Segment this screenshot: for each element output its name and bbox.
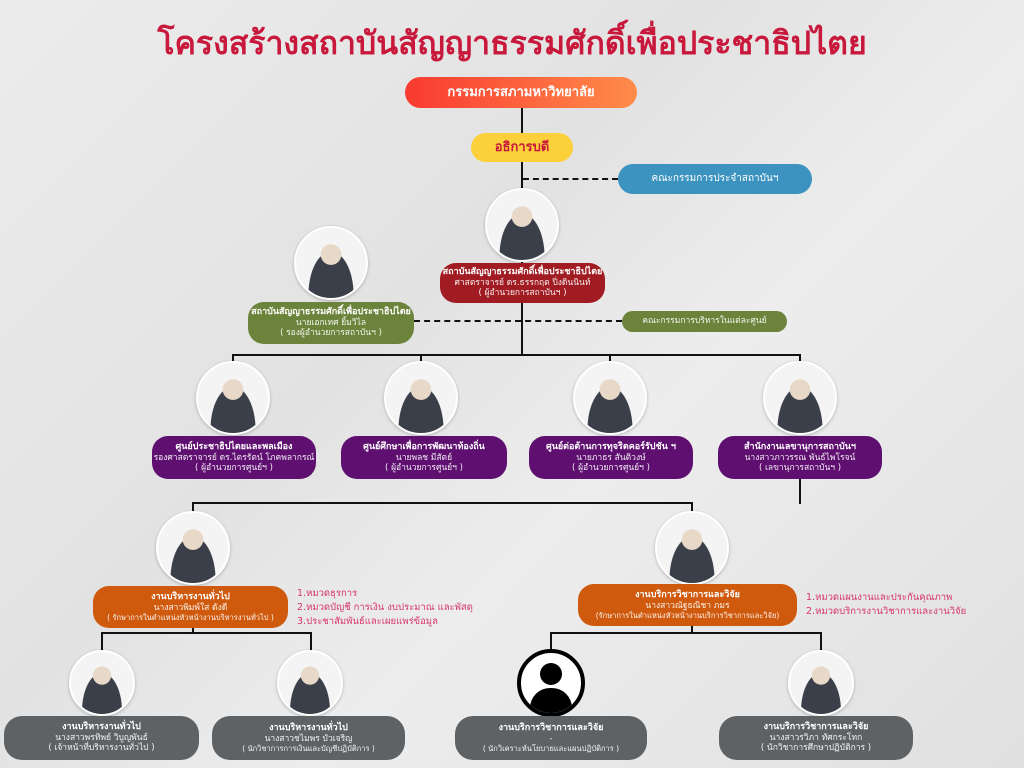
duty-item: 3.ประชาสัมพันธ์และเผยแพร่ข้อมูล	[297, 615, 438, 627]
connector	[192, 502, 693, 504]
university-council-box: กรรมการสภามหาวิทยาลัย	[405, 77, 637, 108]
duty-item: 1.หมวดธุรการ	[297, 588, 358, 599]
center-committee-box: คณะกรรมการบริหารในแต่ละศูนย์	[622, 311, 787, 332]
connector	[820, 632, 822, 650]
connector	[192, 502, 194, 512]
connector	[101, 632, 103, 650]
connector	[550, 632, 822, 634]
unit-name: สถาบันสัญญาธรรมศักดิ์เพื่อประชาธิปไตย	[251, 307, 411, 318]
center-photo	[196, 361, 270, 435]
section-box: งานบริหารงานทั่วไปนางสาวพิมพ์ใส ดังดี( ร…	[93, 586, 288, 628]
person-name: นายเอกเทศ ยิ้มวิไล	[295, 318, 367, 329]
institute-committee-box: คณะกรรมการประจำสถาบันฯ	[618, 164, 812, 194]
person-role: ( นักวิเคราะห์นโยบายและแผนปฏิบัติการ )	[482, 743, 620, 753]
center-photo	[763, 361, 837, 435]
center-box: สำนักงานเลขานุการสถาบันฯนางสาวภาวรรณ พัน…	[718, 436, 882, 479]
connector	[799, 479, 801, 504]
unit-name: งานบริหารงานทั่วไป	[269, 723, 348, 733]
unit-name: ศูนย์ศึกษาเพื่อการพัฒนาท้องถิ่น	[363, 441, 485, 452]
center-box: ศูนย์ประชาธิปไตยและพลเมืองรองศาสตราจารย์…	[152, 436, 316, 479]
staff-box: งานบริการวิชาการและวิจัยนางสาวรวิภา ทัศก…	[719, 716, 913, 760]
connector	[310, 632, 312, 650]
staff-box: งานบริหารงานทั่วไปนางสาวชไมพร บัวเจริญ( …	[212, 716, 405, 760]
person-role: (รักษาการในตำแหน่งหัวหน้างานบริการวิชากา…	[595, 610, 780, 620]
duty-item: 2.หมวดบัญชี การเงิน งบประมาณ และพัสดุ	[297, 601, 473, 613]
person-name: นายพลช มีสัตย์	[395, 452, 453, 463]
staff-box: งานบริหารงานทั่วไปนางสาวพรทิพย์ วิบูญพัน…	[4, 716, 199, 760]
center-box: ศูนย์ต่อต้านการทุจริตคอร์รัปชัน ฯนายภาธร…	[529, 436, 693, 479]
person-name: ศาสตราจารย์ ดร.ธรรกฤต ปิ่งดินนินท์	[454, 278, 591, 289]
center-box: ศูนย์ศึกษาเพื่อการพัฒนาท้องถิ่นนายพลช มี…	[341, 436, 507, 479]
staff-photo	[788, 650, 854, 716]
deputy-box: สถาบันสัญญาธรรมศักดิ์เพื่อประชาธิปไตย นา…	[248, 302, 414, 344]
connector	[101, 632, 312, 634]
deputy-photo	[294, 226, 368, 300]
section-duties-list: 1.หมวดธุรการ 2.หมวดบัญชี การเงิน งบประมา…	[297, 587, 473, 628]
person-name: รองศาสตราจารย์ ดร.ไตรรัตน์ โภคพลากรณ์	[153, 452, 315, 463]
person-name: นายภาธร สันติวงษ์	[576, 452, 646, 463]
person-role: ( ผู้อำนวยการศูนย์ฯ )	[572, 462, 650, 473]
center-photo	[573, 361, 647, 435]
unit-name: งานบริการวิชาการและวิจัย	[635, 590, 740, 600]
connector	[799, 354, 801, 362]
unit-name: สำนักงานเลขานุการสถาบันฯ	[744, 441, 856, 452]
staff-photo	[69, 650, 135, 716]
unit-name: งานบริหารงานทั่วไป	[151, 592, 230, 602]
person-name: นางสาวรวิภา ทัศกระโทก	[769, 733, 863, 744]
institute-committee-label: คณะกรรมการประจำสถาบันฯ	[651, 173, 779, 184]
person-name: นางสาวพรทิพย์ วิบูญพันธ์	[55, 733, 148, 744]
person-name: -	[549, 733, 553, 744]
section-duties-list: 1.หมวดแผนงานและประกันคุณภาพ 2.หมวดบริการ…	[806, 591, 966, 619]
connector	[232, 354, 234, 362]
person-role: ( ผู้อำนวยการศูนย์ฯ )	[385, 462, 463, 473]
connector	[192, 628, 194, 633]
duty-item: 1.หมวดแผนงานและประกันคุณภาพ	[806, 592, 953, 603]
staff-box: งานบริการวิชาการและวิจัย-( นักวิเคราะห์น…	[455, 716, 647, 760]
person-role: ( ผู้อำนวยการสถาบันฯ )	[478, 288, 567, 299]
duty-item: 2.หมวดบริการงานวิชาการและงานวิจัย	[806, 605, 967, 617]
person-role: ( รักษาการในตำแหน่งหัวหน้างานบริหารงานทั…	[107, 612, 274, 622]
connector	[691, 626, 693, 633]
page-title: โครงสร้างสถาบันสัญญาธรรมศักดิ์เพื่อประชา…	[157, 24, 867, 62]
unit-name: งานบริหารงานทั่วไป	[62, 722, 141, 733]
staff-photo	[277, 650, 343, 716]
person-role: ( ผู้อำนวยการศูนย์ฯ )	[195, 462, 273, 473]
director-box: สถาบันสัญญาธรรมศักดิ์เพื่อประชาธิปไตย ศา…	[440, 263, 605, 303]
president-label: อธิการบดี	[494, 139, 550, 155]
dashed-connector	[523, 178, 618, 180]
person-name: นางสาวพิมพ์ใส ดังดี	[153, 602, 228, 613]
person-role: ( เลขานุการสถาบันฯ )	[758, 462, 842, 473]
unit-name: งานบริการวิชาการและวิจัย	[763, 722, 869, 733]
connector	[609, 354, 611, 362]
unit-name: สถาบันสัญญาธรรมศักดิ์เพื่อประชาธิปไตย	[442, 267, 603, 278]
connector	[550, 632, 552, 650]
center-committee-label: คณะกรรมการบริหารในแต่ละศูนย์	[642, 316, 767, 327]
connector	[691, 502, 693, 512]
person-role: ( เจ้าหน้าที่บริหารงานทั่วไป )	[48, 743, 155, 754]
person-name: นางสาวชไมพร บัวเจริญ	[264, 733, 353, 744]
person-name: นางสาวณัฐธณิชา ภมร	[645, 600, 730, 611]
unit-name: ศูนย์ต่อต้านการทุจริตคอร์รัปชัน ฯ	[546, 441, 676, 452]
council-label: กรรมการสภามหาวิทยาลัย	[447, 84, 595, 100]
unit-name: งานบริการวิชาการและวิจัย	[498, 723, 604, 733]
center-photo	[384, 361, 458, 435]
connector	[232, 354, 801, 356]
person-role: ( นักวิชาการศึกษาปฏิบัติการ )	[760, 743, 872, 754]
person-role: ( นักวิชาการการเงินและบัญชีปฏิบัติการ )	[242, 743, 375, 753]
section-box: งานบริการวิชาการและวิจัยนางสาวณัฐธณิชา ภ…	[578, 584, 797, 626]
dashed-connector	[414, 320, 622, 322]
section-head-photo	[156, 511, 230, 585]
person-placeholder-icon	[517, 649, 585, 717]
connector	[420, 354, 422, 362]
director-photo	[485, 188, 559, 262]
person-role: ( รองผู้อำนวยการสถาบันฯ )	[280, 328, 382, 339]
person-name: นางสาวภาวรรณ พันธ์ไพโรจน์	[744, 452, 856, 463]
section-head-photo	[655, 511, 729, 585]
unit-name: ศูนย์ประชาธิปไตยและพลเมือง	[175, 441, 293, 452]
president-box: อธิการบดี	[471, 133, 573, 162]
